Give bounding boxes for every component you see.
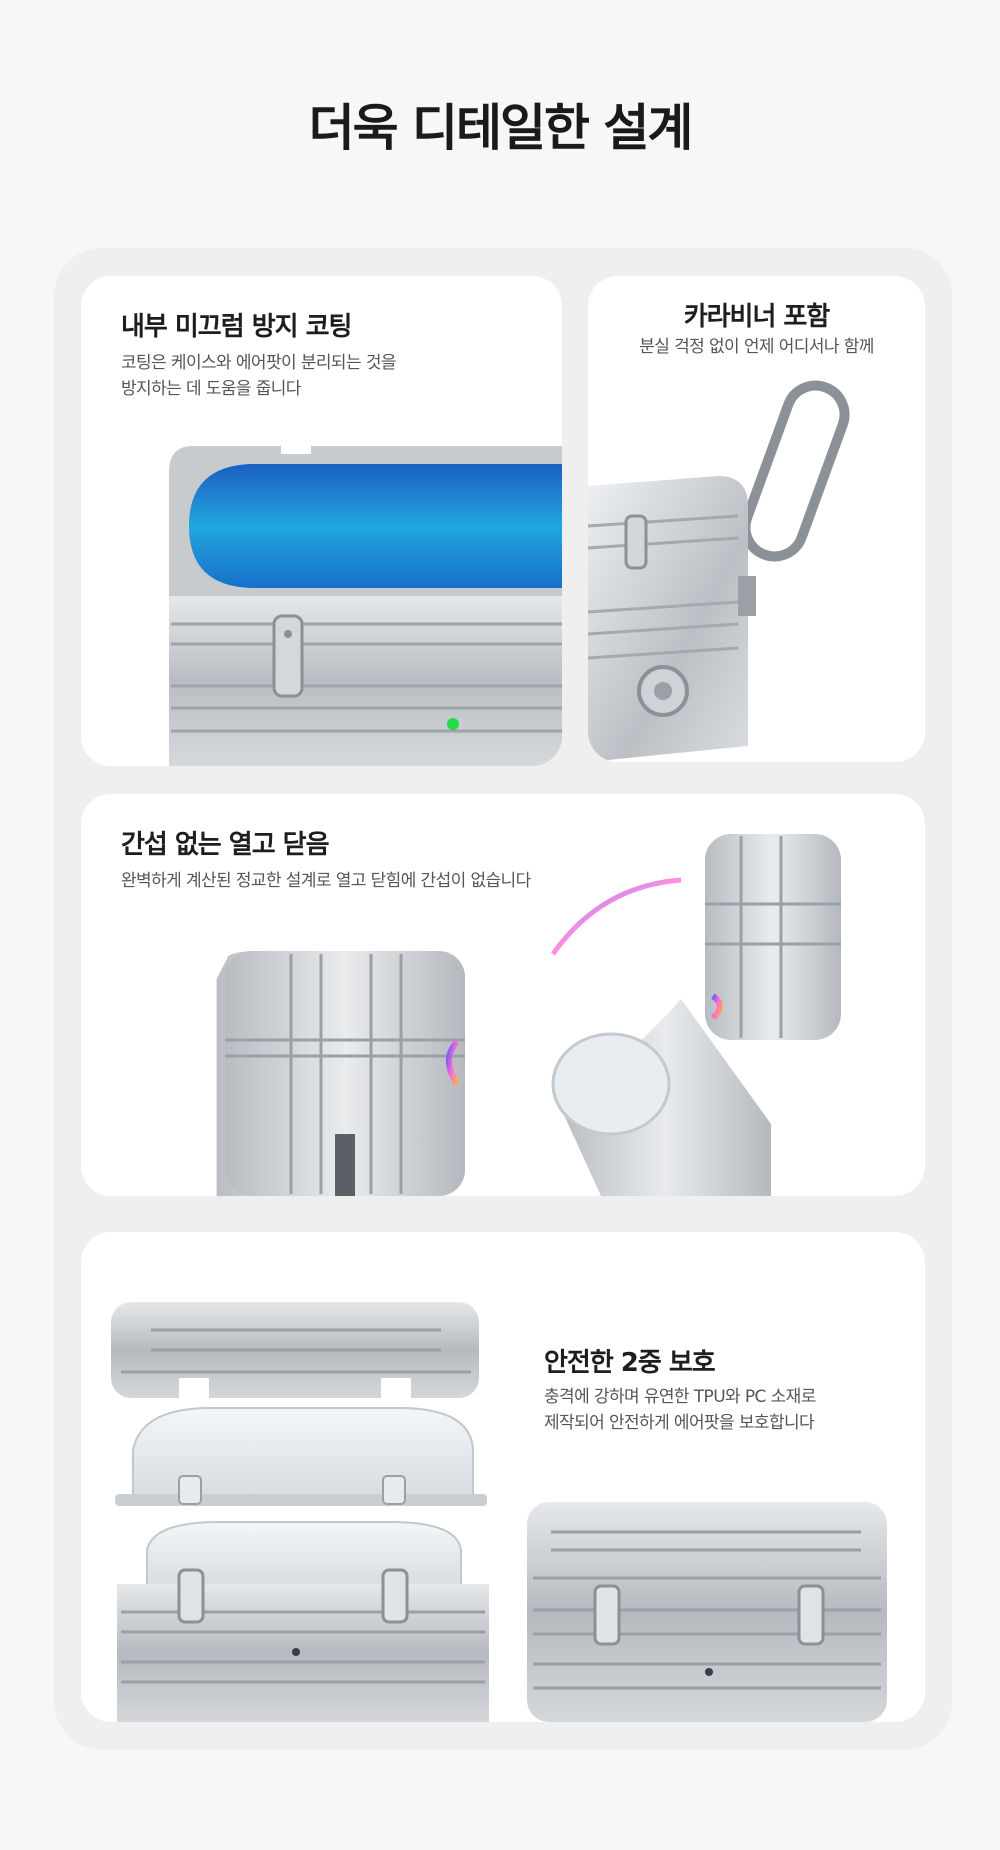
feature-card-carabiner: 카라비너 포함 분실 걱정 없이 언제 어디서나 함께 — [588, 276, 925, 762]
card-title: 안전한 2중 보호 — [544, 1348, 716, 1378]
card-desc-line: 충격에 강하며 유연한 TPU와 PC 소재로 — [544, 1387, 816, 1407]
feature-card-anti-slip-coating: 내부 미끄럼 방지 코팅 코팅은 케이스와 에어팟이 분리되는 것을 방지하는 … — [81, 276, 562, 766]
card-desc-line: 방지하는 데 도움을 줍니다 — [121, 379, 301, 399]
suitcase-case-open-illustration — [169, 446, 562, 766]
card-title: 간섭 없는 열고 닫음 — [121, 830, 330, 860]
feature-card-smooth-open-close: 간섭 없는 열고 닫음 완벽하게 계산된 정교한 설계로 열고 닫힘에 간섭이 … — [81, 794, 925, 1196]
carabiner-case-illustration — [588, 380, 850, 762]
card-desc-line: 완벽하게 계산된 정교한 설계로 열고 닫힘에 간섭이 없습니다 — [121, 871, 531, 891]
card-desc-line: 분실 걱정 없이 언제 어디서나 함께 — [639, 337, 874, 357]
case-exploded-illustration — [111, 1302, 887, 1722]
card-desc-line: 코팅은 케이스와 에어팟이 분리되는 것을 — [121, 353, 397, 373]
page-title: 더욱 디테일한 설계 — [308, 99, 694, 157]
case-closed-illustration — [216, 834, 841, 1196]
feature-card-dual-protection: 안전한 2중 보호 충격에 강하며 유연한 TPU와 PC 소재로 제작되어 안… — [81, 1232, 925, 1722]
card-desc-line: 제작되어 안전하게 에어팟을 보호합니다 — [544, 1413, 815, 1433]
card-title: 카라비너 포함 — [683, 302, 831, 332]
card-title: 내부 미끄럼 방지 코팅 — [121, 312, 352, 342]
case-assembled-illustration — [527, 1502, 887, 1722]
